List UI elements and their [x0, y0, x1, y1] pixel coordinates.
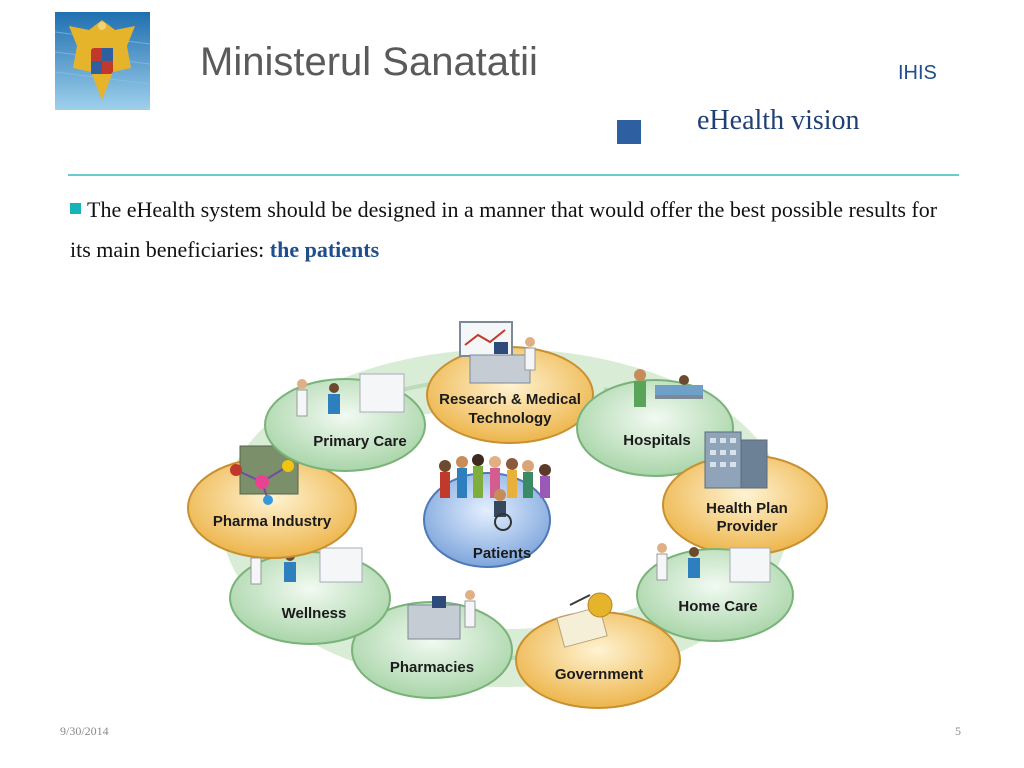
pharmacy-counter-icon [407, 590, 476, 640]
research-lab-icon [459, 321, 536, 384]
page-number: 5 [955, 724, 961, 738]
slide-subtitle: eHealth vision [697, 105, 860, 136]
body-text-main: The eHealth system should be designed in… [70, 197, 938, 262]
hospitals-node [576, 379, 734, 477]
header-divider [68, 174, 959, 176]
home-care-icon [656, 543, 771, 583]
pharmacies-label: Pharmacies [390, 659, 474, 676]
health-plan-label-2: Provider [717, 518, 778, 535]
research-label-1: Research & Medical [439, 391, 581, 408]
wellness-label: Wellness [282, 605, 347, 622]
office-building-icon [704, 431, 768, 489]
body-paragraph: The eHealth system should be designed in… [70, 190, 950, 270]
primary-care-label: Primary Care [313, 433, 406, 450]
pharma-industry-label: Pharma Industry [213, 513, 332, 530]
primary-care-icon [296, 373, 405, 417]
hospital-bed-icon [634, 369, 703, 407]
patients-label: Patients [473, 545, 531, 562]
body-text-emphasis: the patients [269, 237, 380, 262]
molecule-factory-icon [230, 445, 299, 505]
home-care-label: Home Care [678, 598, 757, 615]
organization-label: IHIS [898, 62, 937, 84]
government-label: Government [555, 666, 643, 683]
patients-group-icon [439, 454, 551, 531]
patients-node [423, 472, 551, 568]
health-plan-label-1: Health Plan [706, 500, 788, 517]
square-bullet-icon [70, 203, 81, 214]
government-seal-icon [556, 592, 613, 648]
research-label-2: Technology [468, 410, 552, 427]
square-bullet-icon [617, 120, 641, 144]
coat-of-arms-logo [54, 12, 151, 110]
page-title: Ministerul Sanatatii [200, 40, 538, 84]
footer-date: 9/30/2014 [60, 724, 109, 738]
hospitals-label: Hospitals [623, 432, 691, 449]
